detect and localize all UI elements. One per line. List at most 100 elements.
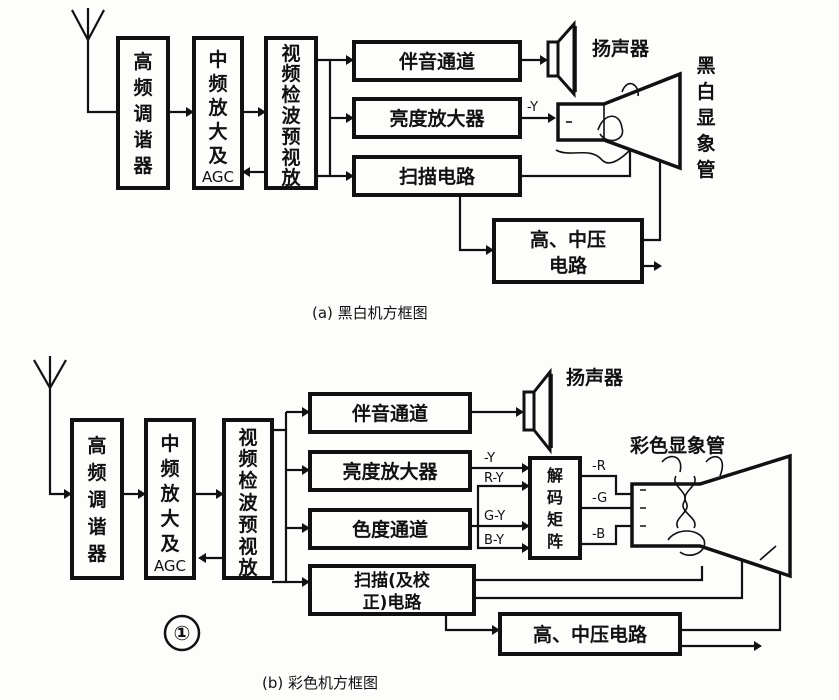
svg-text:谐: 谐 bbox=[133, 129, 152, 151]
svg-text:高、中压: 高、中压 bbox=[530, 228, 606, 251]
svg-text:显: 显 bbox=[696, 107, 715, 129]
chroma-channel-block-b bbox=[308, 508, 472, 550]
svg-text:黑: 黑 bbox=[696, 55, 715, 77]
svg-text:高: 高 bbox=[87, 434, 106, 457]
svg-text:预: 预 bbox=[281, 126, 300, 148]
svg-text:视: 视 bbox=[281, 42, 300, 65]
svg-text:谐: 谐 bbox=[87, 516, 106, 538]
neg-b-label-b: -B bbox=[592, 527, 605, 542]
svg-text:管: 管 bbox=[696, 158, 715, 181]
svg-text:检: 检 bbox=[238, 469, 257, 492]
neg-y-label-a: -Y bbox=[527, 100, 538, 115]
svg-text:频: 频 bbox=[281, 62, 300, 85]
svg-text:预: 预 bbox=[238, 514, 257, 536]
svg-text:AGC: AGC bbox=[202, 168, 234, 186]
decode-matrix-block-b bbox=[528, 456, 582, 560]
svg-text:波: 波 bbox=[238, 491, 258, 514]
sound-channel-label-a: 伴音通道 bbox=[398, 50, 475, 73]
antenna-b-icon bbox=[33, 356, 72, 499]
if-amp-block-b bbox=[144, 418, 196, 580]
rf-tuner-block-a bbox=[116, 36, 170, 190]
svg-text:大: 大 bbox=[160, 507, 179, 530]
hv-circuit-label-a: 高、中压 电路 bbox=[530, 228, 606, 277]
svg-text:器: 器 bbox=[132, 155, 153, 177]
speaker-a-icon bbox=[546, 20, 577, 98]
svg-text:高: 高 bbox=[133, 50, 152, 73]
svg-text:频: 频 bbox=[208, 72, 227, 95]
svg-text:放: 放 bbox=[237, 556, 258, 579]
r-y-label-b: R-Y bbox=[484, 471, 504, 486]
svg-text:频: 频 bbox=[238, 447, 257, 470]
svg-text:波: 波 bbox=[281, 104, 301, 127]
svg-text:正)电路: 正)电路 bbox=[363, 592, 423, 613]
svg-text:及: 及 bbox=[160, 533, 180, 555]
svg-text:矩: 矩 bbox=[547, 510, 563, 529]
svg-text:检: 检 bbox=[281, 83, 300, 106]
svg-text:大: 大 bbox=[208, 120, 227, 143]
svg-text:解: 解 bbox=[547, 466, 563, 485]
neg-y-label-b: -Y bbox=[484, 451, 495, 466]
if-amp-label-b: 中 频 放 大 及 AGC bbox=[154, 432, 186, 575]
svg-text:中: 中 bbox=[208, 48, 227, 71]
svg-text:电路: 电路 bbox=[549, 254, 588, 277]
decode-matrix-label-b: 解 码 矩 阵 bbox=[547, 466, 563, 551]
sound-channel-label-b: 伴音通道 bbox=[351, 402, 428, 425]
speaker-label-b: 扬声器 bbox=[566, 366, 624, 389]
svg-text:放: 放 bbox=[207, 96, 228, 119]
hv-circuit-label-b: 高、中压电路 bbox=[533, 623, 648, 646]
rf-tuner-label-a: 高 频 调 谐 器 bbox=[132, 50, 153, 177]
diagram-b: 高 频 调 谐 器 中 频 放 大 及 AGC 视 频 检 波 预 视 放 bbox=[33, 356, 792, 692]
hv-circuit-block-a bbox=[492, 218, 644, 284]
bw-crt-label: 黑 白 显 象 管 bbox=[696, 55, 715, 181]
luminance-amp-label-b: 亮度放大器 bbox=[342, 460, 438, 483]
svg-text:扫描(及校: 扫描(及校 bbox=[354, 570, 431, 591]
svg-text:及: 及 bbox=[208, 145, 228, 167]
b-y-label-b: B-Y bbox=[484, 533, 504, 548]
svg-text:频: 频 bbox=[160, 457, 179, 480]
g-y-label-b: G-Y bbox=[484, 509, 505, 524]
svg-text:白: 白 bbox=[696, 80, 715, 103]
svg-text:放: 放 bbox=[159, 482, 180, 505]
svg-text:视: 视 bbox=[238, 426, 257, 449]
luminance-amp-block-b bbox=[308, 450, 472, 492]
rf-tuner-label-b: 高 频 调 谐 器 bbox=[86, 434, 107, 565]
if-amp-label-a: 中 频 放 大 及 AGC bbox=[202, 48, 234, 186]
scan-circuit-label-a: 扫描电路 bbox=[399, 165, 476, 188]
caption-b: (b) 彩色机方框图 bbox=[262, 674, 378, 692]
svg-text:码: 码 bbox=[547, 488, 563, 507]
hv-circuit-block-b bbox=[498, 612, 682, 656]
scan-circuit-label-b: 扫描(及校 正)电路 bbox=[354, 570, 431, 613]
video-detector-label-a: 视 频 检 波 预 视 放 bbox=[280, 42, 301, 189]
neg-g-label-b: -G bbox=[592, 491, 607, 506]
svg-text:器: 器 bbox=[86, 543, 107, 565]
svg-text:象: 象 bbox=[696, 132, 715, 155]
rf-tuner-block-b bbox=[70, 418, 124, 580]
luminance-amp-label-a: 亮度放大器 bbox=[389, 107, 485, 130]
neg-r-label-b: -R bbox=[592, 459, 606, 474]
diagram-a: 高 频 调 谐 器 中 频 放 大 及 AGC 视 频 检 波 预 视 放 bbox=[71, 8, 716, 322]
video-detector-label-b: 视 频 检 波 预 视 放 bbox=[237, 426, 258, 579]
svg-text:视: 视 bbox=[281, 146, 300, 169]
figure-number-label: ① bbox=[174, 621, 191, 645]
svg-text:视: 视 bbox=[238, 535, 257, 558]
color-crt-label: 彩色显象管 bbox=[629, 434, 725, 457]
svg-text:AGC: AGC bbox=[154, 557, 186, 575]
svg-text:阵: 阵 bbox=[547, 532, 563, 551]
color-crt-icon bbox=[630, 453, 792, 579]
video-detector-block-a bbox=[264, 36, 318, 190]
speaker-label-a: 扬声器 bbox=[592, 37, 650, 60]
speaker-b-icon bbox=[522, 367, 553, 455]
svg-text:调: 调 bbox=[133, 103, 152, 125]
svg-text:放: 放 bbox=[280, 166, 301, 189]
bw-crt-icon bbox=[555, 71, 682, 171]
svg-text:调: 调 bbox=[87, 489, 106, 511]
if-amp-block-a bbox=[192, 36, 244, 190]
video-detector-block-b bbox=[222, 418, 274, 580]
svg-text:频: 频 bbox=[133, 76, 152, 99]
figure-number-circle bbox=[163, 614, 201, 652]
svg-text:中: 中 bbox=[160, 432, 179, 455]
scan-circuit-block-b bbox=[308, 564, 476, 616]
caption-a: (a) 黑白机方框图 bbox=[312, 304, 428, 322]
